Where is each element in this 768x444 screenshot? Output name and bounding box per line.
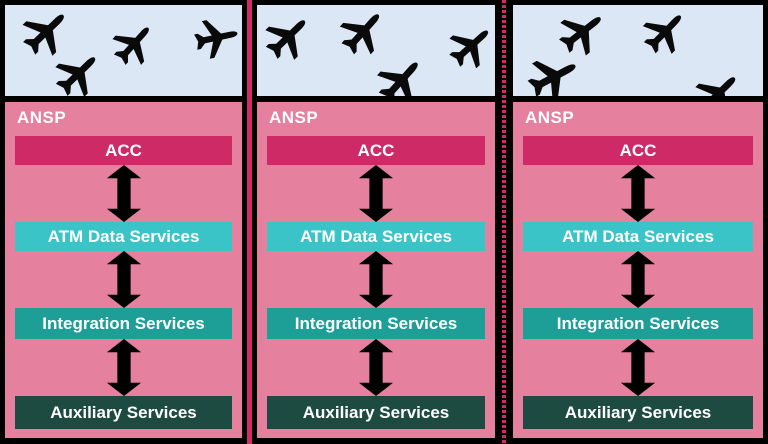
integration-services-box: Integration Services [15, 308, 232, 339]
integration-services-box: Integration Services [523, 308, 753, 339]
acc-box: ACC [267, 136, 485, 165]
double-arrow-icon [15, 339, 232, 396]
atm-data-services-box: ATM Data Services [267, 222, 485, 251]
acc-box: ACC [523, 136, 753, 165]
ansp-label: ANSP [525, 108, 575, 127]
panel-2: ANSP ACC ATM Data Services Integration S… [252, 0, 500, 444]
ansp-label: ANSP [269, 108, 319, 127]
panel-1: ANSP ACC ATM Data Services Integration S… [0, 0, 247, 444]
auxiliary-services-box: Auxiliary Services [523, 396, 753, 429]
airplane-icon [677, 55, 756, 96]
acc-box: ACC [15, 136, 232, 165]
atm-data-services-box: ATM Data Services [523, 222, 753, 251]
atm-data-services-box: ATM Data Services [15, 222, 232, 251]
airspace-panel-2 [257, 5, 495, 96]
double-arrow-icon [523, 339, 753, 396]
service-stack-2: ACC ATM Data Services Integration Servic… [267, 136, 485, 429]
airplane-icon [257, 5, 327, 78]
double-arrow-icon [267, 165, 485, 222]
panel-3: ANSP ACC ATM Data Services Integration S… [508, 0, 768, 444]
dashed-separator [500, 0, 508, 444]
airspace-panel-3 [513, 5, 763, 96]
ansp-container-3: ANSP ACC ATM Data Services Integration S… [513, 102, 763, 438]
ansp-container-1: ANSP ACC ATM Data Services Integration S… [5, 102, 242, 438]
double-arrow-icon [267, 251, 485, 308]
integration-services-box: Integration Services [267, 308, 485, 339]
auxiliary-services-box: Auxiliary Services [15, 396, 232, 429]
airplane-icon [184, 7, 242, 69]
double-arrow-icon [15, 251, 232, 308]
double-arrow-icon [267, 339, 485, 396]
double-arrow-icon [523, 251, 753, 308]
double-arrow-icon [523, 165, 753, 222]
ansp-container-2: ANSP ACC ATM Data Services Integration S… [257, 102, 495, 438]
airspace-panel-1 [5, 5, 242, 96]
ansp-label: ANSP [17, 108, 67, 127]
solid-separator [247, 0, 252, 444]
airplane-icon [432, 9, 495, 85]
service-stack-3: ACC ATM Data Services Integration Servic… [523, 136, 753, 429]
double-arrow-icon [15, 165, 232, 222]
airplane-icon [626, 5, 702, 71]
auxiliary-services-box: Auxiliary Services [267, 396, 485, 429]
service-stack-1: ACC ATM Data Services Integration Servic… [15, 136, 232, 429]
